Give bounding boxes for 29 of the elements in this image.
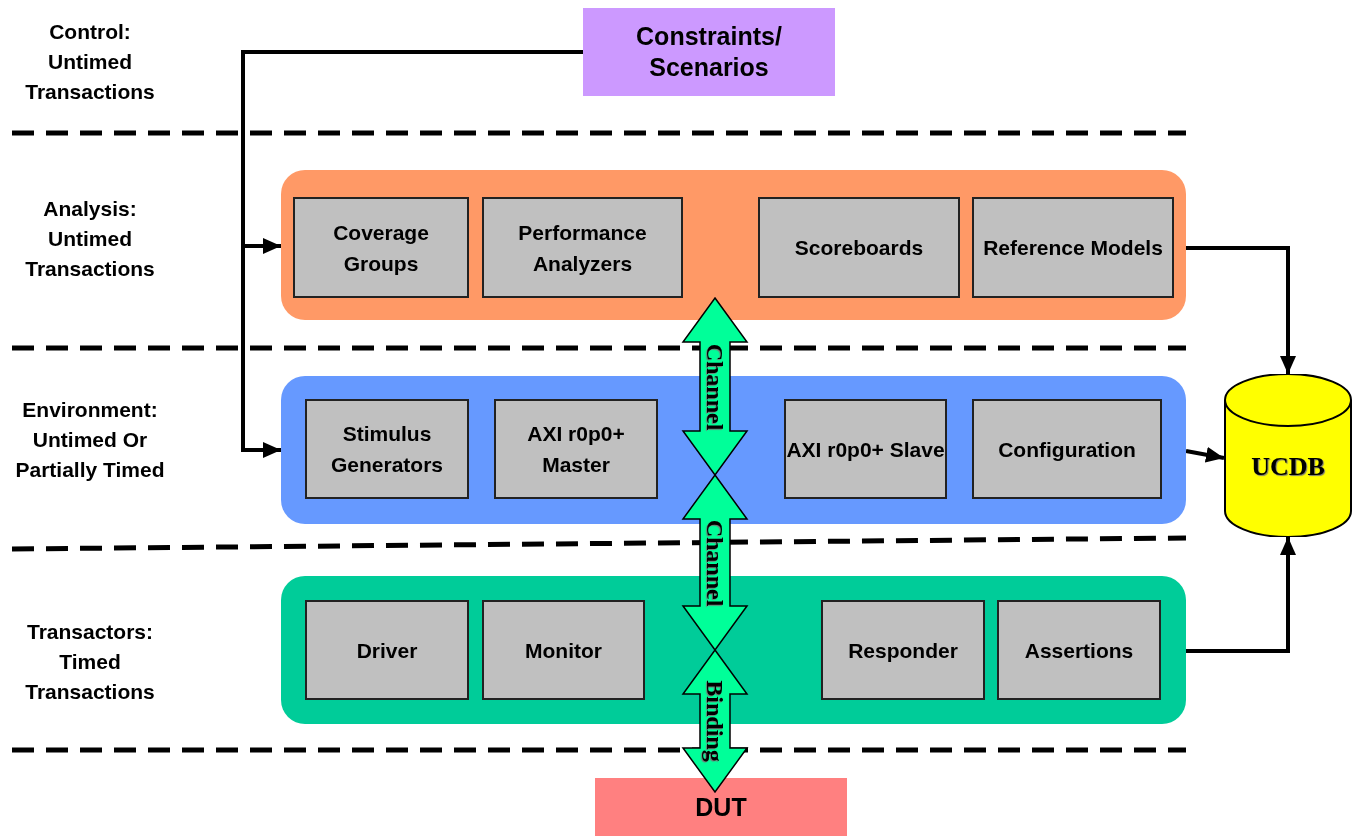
component-box: Coverage Groups [293,197,469,298]
database-cylinder: UCDB [1224,374,1352,537]
component-box: Scoreboards [758,197,960,298]
double-block-arrow [681,648,749,794]
edge-label: Channel [702,519,728,606]
component-box: Assertions [997,600,1161,700]
double-block-arrow [681,296,749,477]
component-box: Monitor [482,600,645,700]
layer-label: Transactors: Timed Transactions [24,619,156,705]
component-box: Driver [305,600,469,700]
layer-label: Analysis: Untimed Transactions [24,196,156,282]
process-box: DUT [595,778,847,836]
arrow [1185,446,1225,463]
arrow [1186,246,1296,374]
component-box: Responder [821,600,985,700]
component-box: AXI r0p0+ Master [494,399,658,499]
process-box: Constraints/ Scenarios [583,8,835,96]
component-box: Performance Analyzers [482,197,683,298]
layer-label: Environment: Untimed Or Partially Timed [15,397,165,483]
component-box: Configuration [972,399,1162,499]
arrow [1186,537,1296,653]
component-box: Reference Models [972,197,1174,298]
double-block-arrow [681,473,749,652]
edge-label: Binding [702,680,728,762]
component-box: AXI r0p0+ Slave [784,399,947,499]
layer-label: Control: Untimed Transactions [24,19,156,105]
component-box: Stimulus Generators [305,399,469,499]
band-panel [281,170,1186,320]
edge-label: Channel [702,343,728,430]
